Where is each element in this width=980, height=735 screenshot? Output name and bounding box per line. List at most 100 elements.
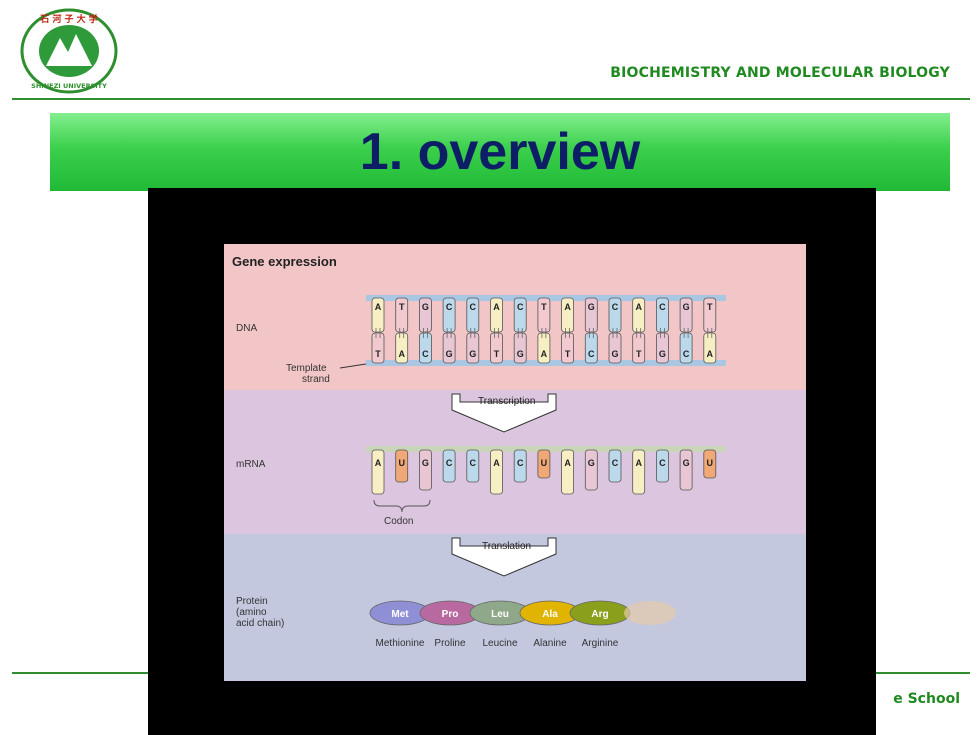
amino-acid-name: Methionine — [376, 638, 425, 649]
protein-label-line2: (amino — [236, 607, 267, 618]
amino-acid-abbr: Arg — [591, 609, 608, 620]
dna-bottom-base-letter: G — [611, 349, 618, 359]
amino-acid-abbr: Pro — [442, 609, 459, 620]
dna-bottom-base — [561, 332, 575, 364]
mrna-base-letter: A — [493, 458, 500, 468]
dna-top-base — [679, 297, 693, 333]
course-title: BIOCHEMISTRY AND MOLECULAR BIOLOGY — [610, 65, 950, 81]
mrna-label: mRNA — [236, 459, 266, 470]
dna-top-base — [442, 297, 456, 333]
mrna-base-letter: A — [635, 458, 642, 468]
dna-top-base-letter: C — [659, 302, 666, 312]
codon-label: Codon — [384, 516, 413, 527]
mrna-base-letter: C — [446, 458, 453, 468]
dna-bottom-base — [584, 332, 598, 364]
mrna-base-letter: G — [683, 458, 690, 468]
dna-top-base-letter: C — [446, 302, 453, 312]
mrna-base-letter: G — [588, 458, 595, 468]
mrna-base-letter: U — [707, 458, 714, 468]
mrna-base-letter: C — [470, 458, 477, 468]
dna-bottom-base-letter: C — [422, 349, 429, 359]
amino-acid-name: Alanine — [533, 638, 567, 649]
dna-bottom-base — [418, 332, 432, 364]
dna-top-base — [513, 297, 527, 333]
mrna-base-letter: U — [541, 458, 548, 468]
dna-bottom-base-letter: G — [446, 349, 453, 359]
mrna-base-letter: A — [375, 458, 382, 468]
figure-title: Gene expression — [232, 254, 337, 269]
dna-top-base — [655, 297, 669, 333]
mrna-base — [679, 449, 693, 491]
dna-bottom-base-letter: C — [588, 349, 595, 359]
transcription-label: Transcription — [478, 396, 535, 407]
university-logo: 石 河 子 大 学 SHINEZI UNIVERSITY — [20, 8, 118, 94]
dna-bottom-base — [490, 332, 503, 364]
mrna-base — [442, 449, 456, 483]
dna-bottom-base — [655, 332, 669, 364]
dna-top-base-letter: A — [635, 302, 642, 312]
template-pointer — [339, 363, 367, 369]
amino-acid-abbr: Ala — [542, 609, 558, 620]
dna-label: DNA — [236, 323, 257, 334]
mrna-base — [632, 449, 646, 495]
template-label-line2: strand — [302, 374, 330, 385]
dna-top-base-letter: C — [517, 302, 524, 312]
dna-top-base-letter: T — [399, 302, 405, 312]
dna-top-base — [561, 297, 575, 333]
dna-bottom-base-letter: T — [375, 349, 381, 359]
gene-expression-figure: Gene expression DNA Template strand A T G C… — [148, 188, 876, 735]
mrna-base — [584, 449, 598, 491]
mrna-base — [371, 449, 385, 495]
dna-top-base — [371, 297, 385, 333]
amino-acid-name: Arginine — [582, 638, 619, 649]
amino-acid-name: Leucine — [482, 638, 517, 649]
header-divider — [12, 98, 970, 100]
dna-bottom-base — [679, 332, 693, 364]
dna-bottom-base — [703, 332, 717, 364]
amino-acid-fading — [624, 601, 676, 625]
mrna-base-letter: A — [564, 458, 571, 468]
protein-label-line1: Protein — [236, 596, 268, 607]
amino-acid-name: Proline — [434, 638, 466, 649]
dna-top-base-letter: A — [493, 302, 500, 312]
dna-bottom-base — [371, 332, 385, 364]
dna-bottom-base — [466, 332, 480, 364]
mrna-base — [608, 449, 622, 483]
transcription-arrow — [451, 393, 557, 433]
university-seal-icon: 石 河 子 大 学 SHINEZI UNIVERSITY — [20, 8, 118, 94]
dna-bottom-base-letter: A — [707, 349, 714, 359]
dna-top-base — [418, 297, 432, 333]
dna-top-base — [632, 297, 646, 333]
dna-top-base — [395, 297, 409, 333]
dna-bottom-base-letter: T — [494, 349, 500, 359]
dna-top-base — [466, 297, 480, 333]
dna-top-base-letter: G — [422, 302, 429, 312]
dna-bottom-base-letter: T — [565, 349, 571, 359]
dna-bottom-base-letter: C — [683, 349, 690, 359]
mrna-base — [655, 449, 669, 483]
mrna-base — [395, 449, 409, 483]
footer-text: e School — [893, 691, 960, 707]
dna-top-base — [537, 297, 551, 333]
mrna-base-letter: U — [398, 458, 405, 468]
dna-top-base — [490, 297, 503, 333]
title-banner — [50, 113, 950, 191]
mrna-base — [561, 449, 575, 495]
protein-label-line3: acid chain) — [236, 618, 284, 629]
translation-arrow — [451, 537, 557, 577]
template-label-line1: Template — [286, 363, 327, 374]
dna-top-base — [703, 297, 717, 333]
mrna-base-letter: C — [612, 458, 619, 468]
mrna-base-letter: C — [517, 458, 524, 468]
mrna-base — [513, 449, 527, 483]
dna-top-base — [584, 297, 598, 333]
dna-top-base-letter: C — [470, 302, 477, 312]
mrna-base-letter: G — [422, 458, 429, 468]
translation-label: Translation — [482, 541, 531, 552]
mrna-base — [466, 449, 480, 483]
dna-top-base-letter: T — [541, 302, 547, 312]
amino-acid-abbr: Leu — [491, 609, 509, 620]
dna-top-base-letter: G — [588, 302, 595, 312]
dna-bottom-base-letter: G — [517, 349, 524, 359]
gene-expression-diagram: Gene expression DNA Template strand A T G C… — [224, 244, 806, 681]
